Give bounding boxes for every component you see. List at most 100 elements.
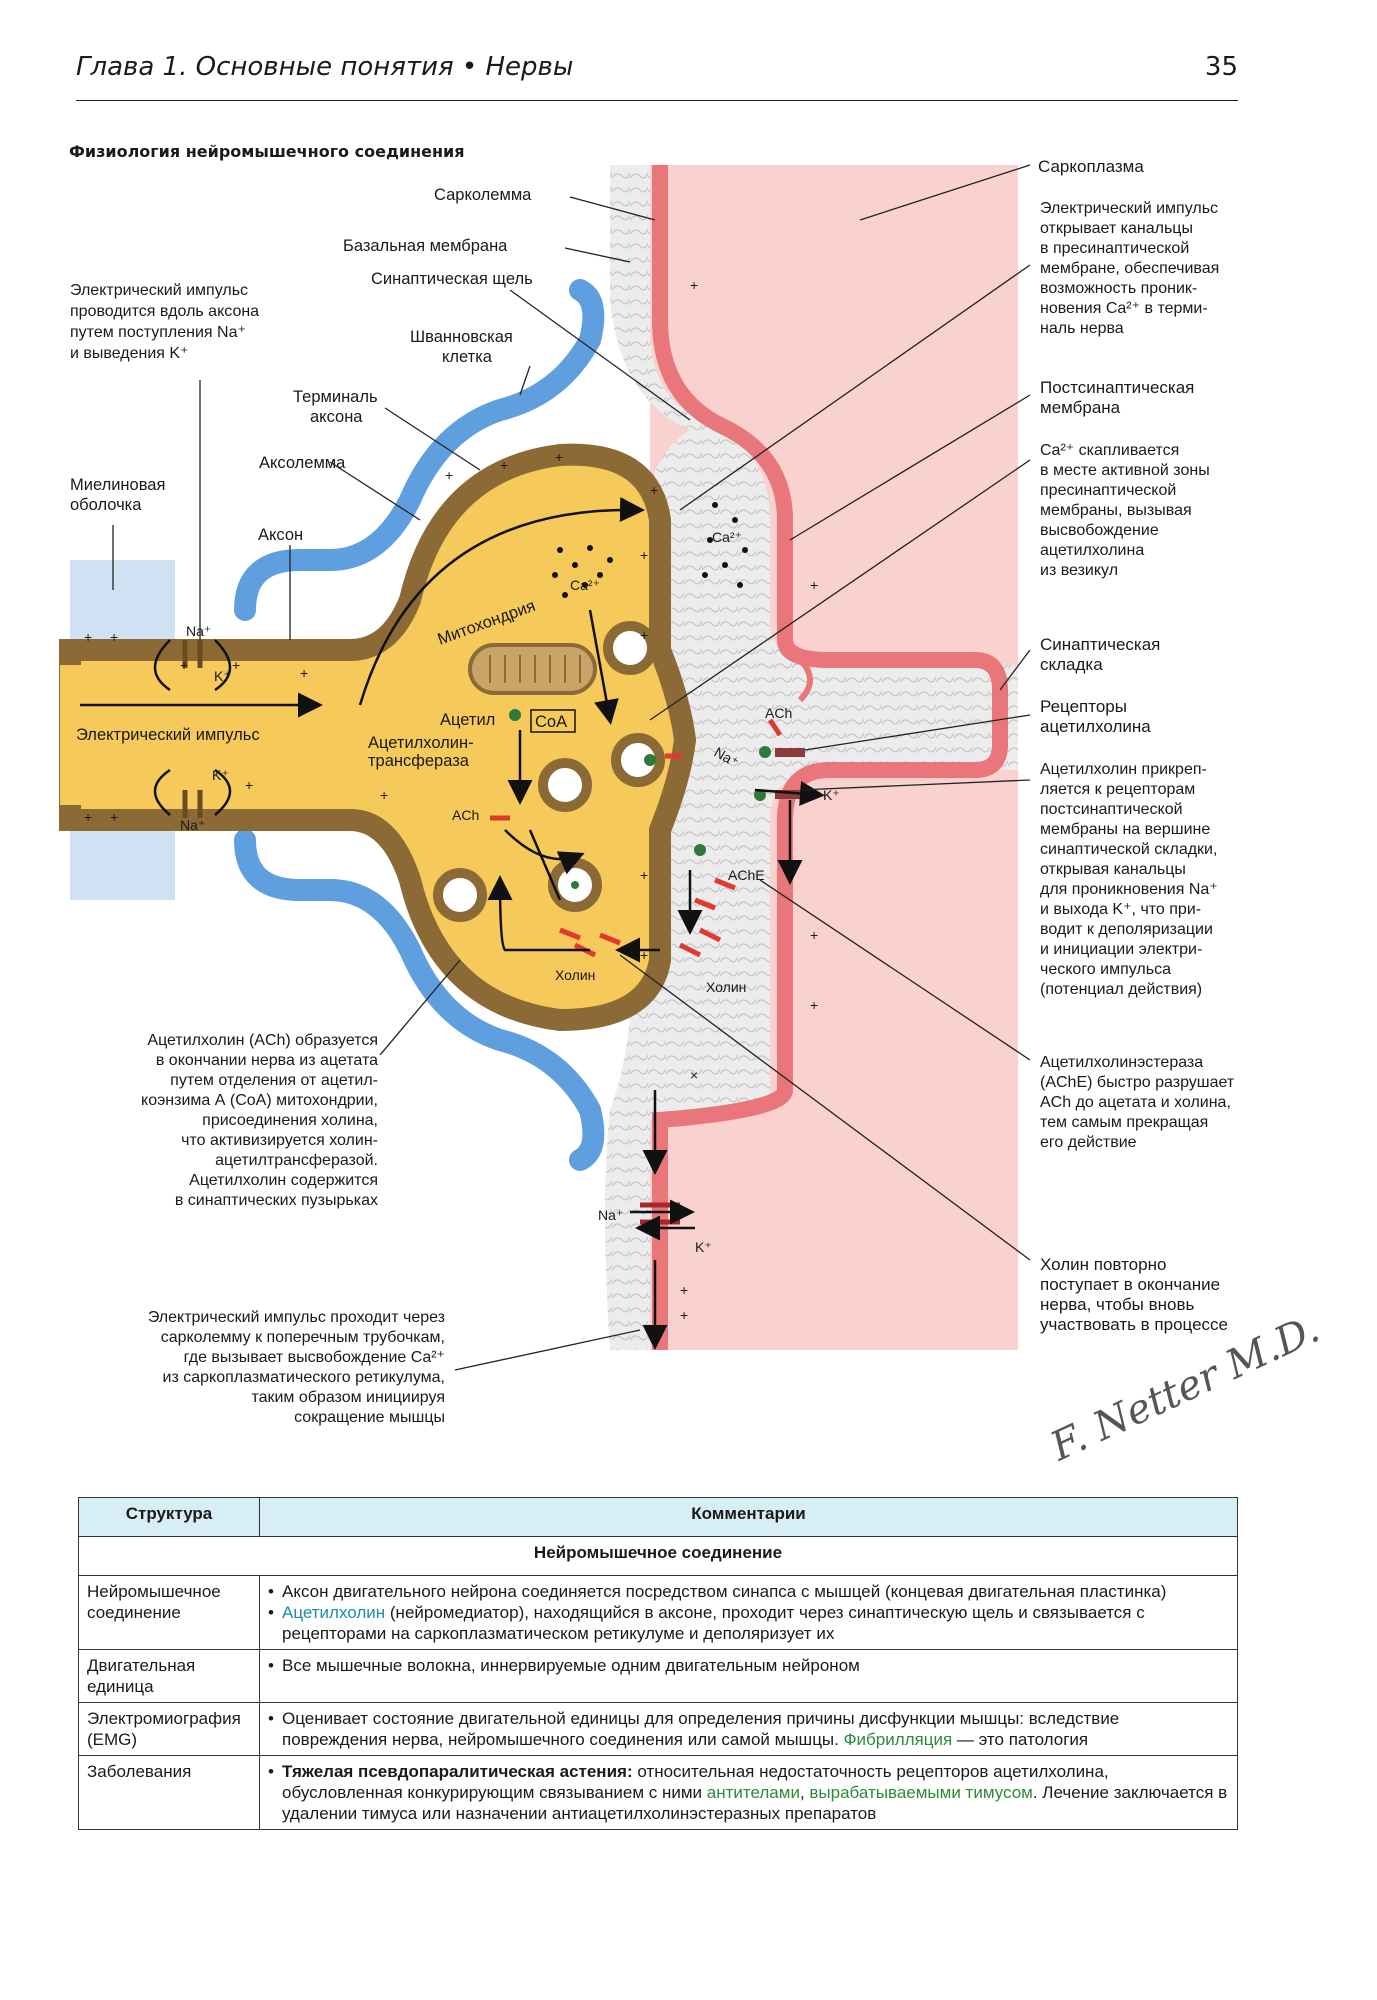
page-header: Глава 1. Основные понятия • Нервы 35 — [76, 52, 1238, 101]
label-myelin-2: оболочка — [70, 496, 142, 514]
svg-text:таким образом инициируя: таким образом инициируя — [251, 1389, 445, 1406]
svg-text:Электрический импульс: Электрический импульс — [1040, 200, 1218, 217]
schwann-cell-top — [234, 279, 605, 621]
label-na-4: Na⁺ — [598, 1207, 623, 1223]
svg-text:пресинаптической: пресинаптической — [1040, 482, 1176, 499]
svg-text:Ацетилхолин прикреп-: Ацетилхолин прикреп- — [1040, 761, 1207, 778]
svg-text:+: + — [810, 927, 818, 943]
label-k-1: K⁺ — [214, 668, 231, 684]
svg-text:новения Ca²⁺ в терми-: новения Ca²⁺ в терми- — [1040, 300, 1208, 317]
left-note-mid: Ацетилхолин (ACh) образуется в окончании… — [141, 1032, 378, 1209]
svg-text:открывает канальцы: открывает канальцы — [1040, 220, 1193, 237]
label-schwann-2: клетка — [442, 348, 493, 366]
table-row: Нейромышечное соединение Аксон двигатель… — [78, 1575, 1238, 1650]
svg-text:мембрана: мембрана — [1040, 398, 1121, 417]
label-synaptic-cleft: Синаптическая щель — [371, 270, 533, 288]
calcium-ions-cleft — [702, 502, 748, 588]
label-choline-2: Холин — [706, 979, 746, 995]
svg-text:в пресинаптической: в пресинаптической — [1040, 240, 1189, 257]
label-k-2: K⁺ — [212, 767, 229, 783]
charge-signs: +++++ ++++ ++++ ++++ +++++ +× — [84, 277, 818, 1323]
label-terminal-2: аксона — [310, 408, 363, 426]
label-coa: CoA — [535, 713, 567, 731]
svg-text:ацетилтрансферазой.: ацетилтрансферазой. — [215, 1152, 378, 1169]
svg-text:Электрический импульс: Электрический импульс — [70, 282, 248, 299]
label-ca-1: Ca²⁺ — [570, 577, 600, 593]
svg-text:складка: складка — [1040, 655, 1103, 674]
right-notes: Саркоплазма Электрический импульс открыв… — [1038, 157, 1235, 1334]
label-ach: ACh — [452, 807, 479, 823]
left-note-top: Электрический импульс проводится вдоль а… — [70, 282, 259, 362]
svg-text:+: + — [810, 577, 818, 593]
label-na-1: Na⁺ — [186, 623, 211, 639]
svg-text:+: + — [380, 787, 388, 803]
axon-body — [60, 665, 180, 805]
svg-text:в окончании нерва из ацетата: в окончании нерва из ацетата — [156, 1052, 378, 1069]
label-cat-1: Ацетилхолин- — [368, 734, 474, 752]
svg-text:для проникновения Na⁺: для проникновения Na⁺ — [1040, 881, 1218, 898]
svg-text:ACh до ацетата и холина,: ACh до ацетата и холина, — [1040, 1094, 1231, 1111]
label-cat-2: трансфераза — [368, 752, 470, 770]
svg-text:×: × — [690, 1067, 698, 1083]
svg-text:+: + — [640, 547, 648, 563]
svg-text:водит к деполяризации: водит к деполяризации — [1040, 921, 1213, 938]
chapter-title: Глава 1. Основные понятия • Нервы — [76, 52, 574, 82]
synaptic-vesicles — [433, 621, 665, 922]
label-axon: Аксон — [258, 526, 303, 544]
svg-text:+: + — [680, 1282, 688, 1298]
svg-text:и выхода K⁺, что при-: и выхода K⁺, что при- — [1040, 901, 1201, 918]
svg-text:нерва, чтобы вновь: нерва, чтобы вновь — [1040, 1295, 1195, 1314]
svg-text:возможность проник-: возможность проник- — [1040, 280, 1197, 297]
svg-text:в синаптических пузырьках: в синаптических пузырьках — [175, 1192, 378, 1209]
label-ache: AChE — [728, 867, 765, 883]
svg-text:+: + — [445, 467, 453, 483]
svg-text:участвовать в процессе: участвовать в процессе — [1040, 1315, 1228, 1334]
leader-lines — [112, 164, 1031, 1371]
svg-text:(потенциал действия): (потенциал действия) — [1040, 981, 1202, 998]
column-header-structure: Структура — [78, 1497, 260, 1537]
label-k-3: K⁺ — [823, 787, 840, 803]
info-table: Структура Комментарии Нейромышечное соед… — [78, 1497, 1238, 1830]
axon-ion-channels — [182, 640, 203, 818]
svg-text:и инициации электри-: и инициации электри- — [1040, 941, 1202, 958]
svg-text:+: + — [650, 482, 658, 498]
pathway-arrows — [80, 497, 825, 1350]
svg-text:поступает в окончание: поступает в окончание — [1040, 1275, 1220, 1294]
svg-text:сарколемму к поперечным трубоч: сарколемму к поперечным трубочкам, — [161, 1329, 445, 1346]
label-k-4: K⁺ — [695, 1239, 712, 1255]
left-note-bottom: Электрический импульс проходит через сар… — [148, 1309, 445, 1426]
label-ca-2: Ca²⁺ — [712, 529, 742, 545]
svg-text:путем отделения от ацетил-: путем отделения от ацетил- — [170, 1072, 378, 1089]
label-basal-membrane: Базальная мембрана — [343, 237, 508, 255]
svg-text:ческого импульса: ческого импульса — [1040, 961, 1171, 978]
axon-terminal — [59, 443, 697, 1032]
nmj-diagram: +++++ ++++ ++++ ++++ +++++ +× Сарколемма… — [59, 157, 1235, 1426]
svg-text:что активизируется холин-: что активизируется холин- — [181, 1132, 378, 1149]
svg-text:коэнзима А (CoA) митохондрии,: коэнзима А (CoA) митохондрии, — [141, 1092, 378, 1109]
svg-text:Электрический импульс проходит: Электрический импульс проходит через — [148, 1309, 445, 1326]
label-myelin-1: Миелиновая — [70, 476, 165, 494]
label-electric-impulse: Электрический импульс — [76, 726, 260, 744]
label-choline-1: Холин — [555, 967, 595, 983]
svg-text:+: + — [640, 627, 648, 643]
svg-text:наль нерва: наль нерва — [1040, 320, 1124, 337]
svg-text:+: + — [640, 867, 648, 883]
svg-text:Синаптическая: Синаптическая — [1040, 635, 1160, 654]
svg-text:присоединения холина,: присоединения холина, — [202, 1112, 378, 1129]
label-acetyl: Ацетил — [440, 711, 495, 729]
svg-text:постсинаптической: постсинаптической — [1040, 801, 1183, 818]
svg-text:из везикул: из везикул — [1040, 562, 1118, 579]
svg-text:Саркоплазма: Саркоплазма — [1038, 157, 1144, 176]
postsynaptic-membrane — [652, 165, 1008, 1350]
svg-text:проводится вдоль аксона: проводится вдоль аксона — [70, 303, 259, 320]
svg-text:мембраны на вершине: мембраны на вершине — [1040, 821, 1210, 838]
label-schwann-1: Шванновская — [410, 328, 513, 346]
svg-text:из саркоплазматического ретику: из саркоплазматического ретикулума, — [163, 1369, 445, 1386]
svg-text:и выведения K⁺: и выведения K⁺ — [70, 345, 188, 362]
svg-text:в месте активной зоны: в месте активной зоны — [1040, 462, 1210, 479]
svg-text:его действие: его действие — [1040, 1134, 1137, 1151]
svg-text:ацетилхолина: ацетилхолина — [1040, 542, 1144, 559]
svg-text:Холин повторно: Холин повторно — [1040, 1255, 1166, 1274]
table-section-title: Нейромышечное соединение — [78, 1536, 1238, 1576]
svg-text:Ацетилхолин (ACh) образуется: Ацетилхолин (ACh) образуется — [147, 1032, 378, 1049]
